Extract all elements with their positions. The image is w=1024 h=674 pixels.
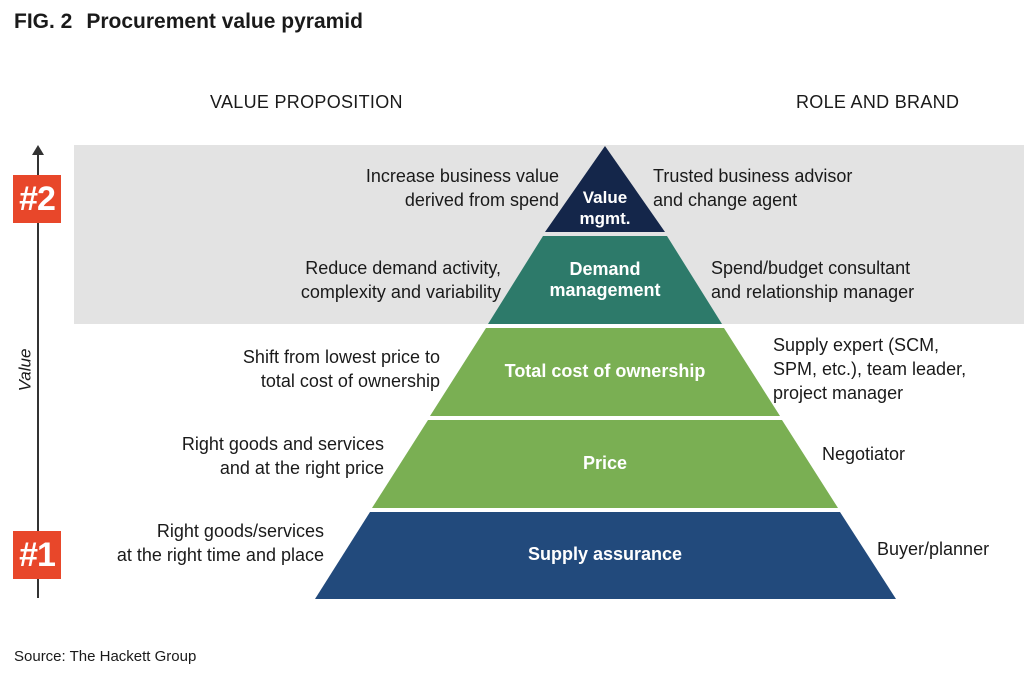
axis-label: Value — [15, 348, 35, 392]
figure-title-text: Procurement value pyramid — [86, 10, 363, 33]
figure-title: FIG. 2 Procurement value pyramid — [14, 10, 363, 34]
level-label-line: mgmt. — [579, 209, 631, 228]
role-demand-management: Spend/budget consultant and relationship… — [711, 256, 914, 304]
proposition-line: derived from spend — [404, 190, 559, 210]
role-price: Negotiator — [822, 444, 906, 464]
pyramid-level-price — [372, 420, 838, 508]
level-label-price: Price — [582, 453, 628, 473]
proposition-line: and at the right price — [219, 458, 384, 478]
level-label-supply-assurance: Supply assurance — [527, 544, 683, 564]
level-label-demand-management: Demand management — [525, 259, 685, 301]
proposition-line: Increase business value — [365, 166, 559, 186]
role-total-cost: Supply expert (SCM, SPM, etc.), team lea… — [773, 333, 966, 405]
pyramid-level-supply-assurance — [315, 512, 896, 599]
proposition-line: complexity and variability — [300, 282, 501, 302]
source-note: Source: The Hackett Group — [14, 648, 197, 665]
level-label-value-mgmt: Value mgmt. — [565, 187, 645, 229]
proposition-line: at the right time and place — [116, 545, 324, 565]
proposition-line: Right goods and services — [181, 434, 384, 454]
role-line: Supply expert (SCM, — [773, 335, 940, 355]
proposition-line: Shift from lowest price to — [242, 347, 440, 367]
level-label-line: Demand — [569, 259, 641, 279]
proposition-value-mgmt: Increase business value derived from spe… — [366, 164, 559, 212]
badge-top: #2 — [13, 175, 61, 223]
level-label-line: Value — [582, 188, 628, 207]
role-supply-assurance: Buyer/planner — [877, 539, 990, 559]
role-line: and change agent — [653, 190, 798, 210]
role-line: SPM, etc.), team leader, — [773, 359, 967, 379]
role-line: Trusted business advisor — [653, 166, 853, 186]
figure-number: FIG. 2 — [14, 10, 73, 33]
proposition-line: Right goods/services — [156, 521, 324, 541]
header-value-proposition: VALUE PROPOSITION — [210, 92, 403, 112]
pyramid-level-value-mgmt — [545, 146, 665, 232]
proposition-total-cost: Shift from lowest price to total cost of… — [243, 345, 440, 393]
level-label-line: management — [549, 280, 661, 300]
badge-bottom: #1 — [13, 531, 61, 579]
role-value-mgmt: Trusted business advisor and change agen… — [653, 164, 852, 212]
value-axis — [37, 150, 39, 598]
proposition-demand-management: Reduce demand activity, complexity and v… — [301, 256, 501, 304]
proposition-line: total cost of ownership — [260, 371, 440, 391]
role-line: and relationship manager — [711, 282, 915, 302]
level-label-total-cost: Total cost of ownership — [504, 361, 706, 381]
role-line: project manager — [773, 383, 904, 403]
proposition-line: Reduce demand activity, — [305, 258, 501, 278]
pyramid-level-demand-management — [488, 236, 722, 324]
proposition-supply-assurance: Right goods/services at the right time a… — [117, 519, 324, 567]
header-role-and-brand: ROLE AND BRAND — [796, 92, 960, 112]
pyramid-level-total-cost — [430, 328, 780, 416]
role-line: Spend/budget consultant — [711, 258, 911, 278]
proposition-price: Right goods and services and at the righ… — [182, 432, 384, 480]
